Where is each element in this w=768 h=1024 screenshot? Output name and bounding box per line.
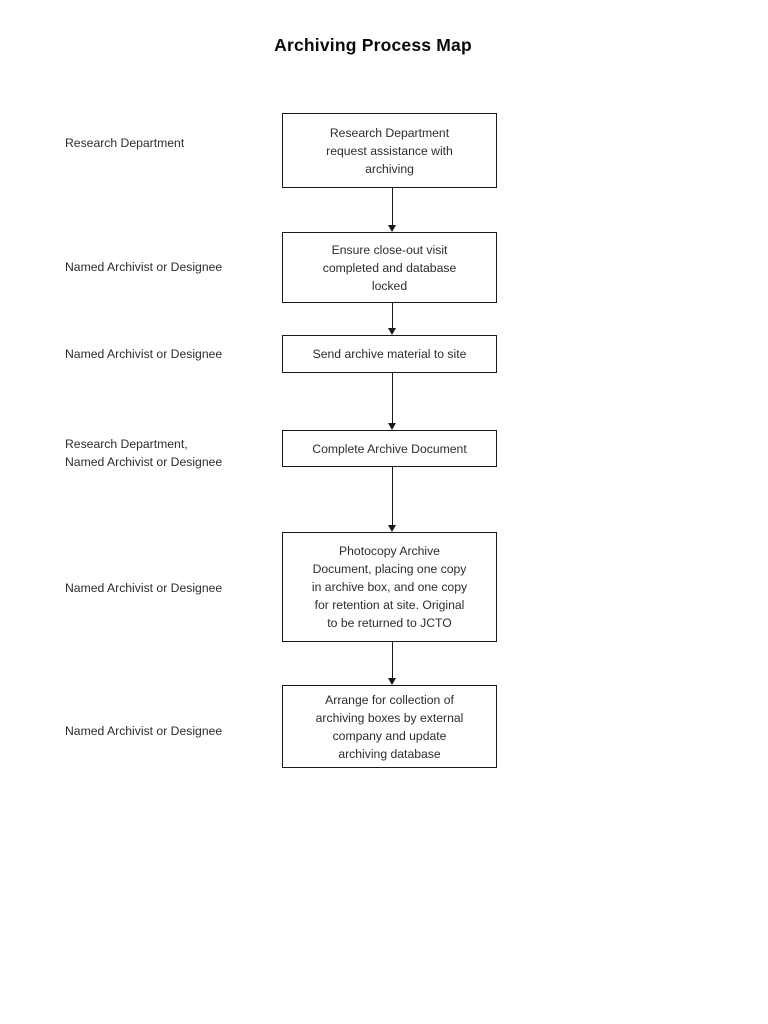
role-label-step-5: Named Archivist or Designee (65, 581, 223, 595)
process-text-step-3: Send archive material to site (312, 347, 467, 361)
role-label-step-4: Research Department, Named Archivist or … (65, 437, 223, 469)
arrow-step-2-to-3 (386, 303, 402, 335)
role-label-step-1: Research Department (65, 136, 185, 150)
process-text-step-6: Arrange for collection of archiving boxe… (315, 692, 464, 761)
process-box-step-2[interactable]: Ensure close-out visit completed and dat… (282, 232, 497, 303)
process-text-step-4: Complete Archive Document (312, 441, 467, 456)
process-text-step-5: Photocopy Archive Document, placing one … (311, 544, 468, 630)
process-box-step-3[interactable]: Send archive material to site (282, 335, 497, 373)
role-label-step-6: Named Archivist or Designee (65, 724, 223, 738)
arrow-step-1-to-2 (386, 188, 402, 232)
process-box-step-5[interactable]: Photocopy Archive Document, placing one … (282, 532, 497, 642)
process-text-step-1: Research Department request assistance w… (326, 125, 453, 176)
role-label-step-2: Named Archivist or Designee (65, 260, 223, 274)
page-title: Archiving Process Map (274, 35, 472, 55)
process-box-step-4[interactable]: Complete Archive Document (282, 430, 497, 467)
process-text-step-2: Ensure close-out visit completed and dat… (322, 242, 457, 293)
arrow-step-3-to-4 (386, 373, 402, 430)
arrow-step-5-to-6 (386, 642, 402, 685)
process-box-step-1[interactable]: Research Department request assistance w… (282, 113, 497, 188)
arrow-step-4-to-5 (386, 467, 402, 532)
process-box-step-6[interactable]: Arrange for collection of archiving boxe… (282, 685, 497, 768)
role-label-step-3: Named Archivist or Designee (65, 347, 223, 361)
